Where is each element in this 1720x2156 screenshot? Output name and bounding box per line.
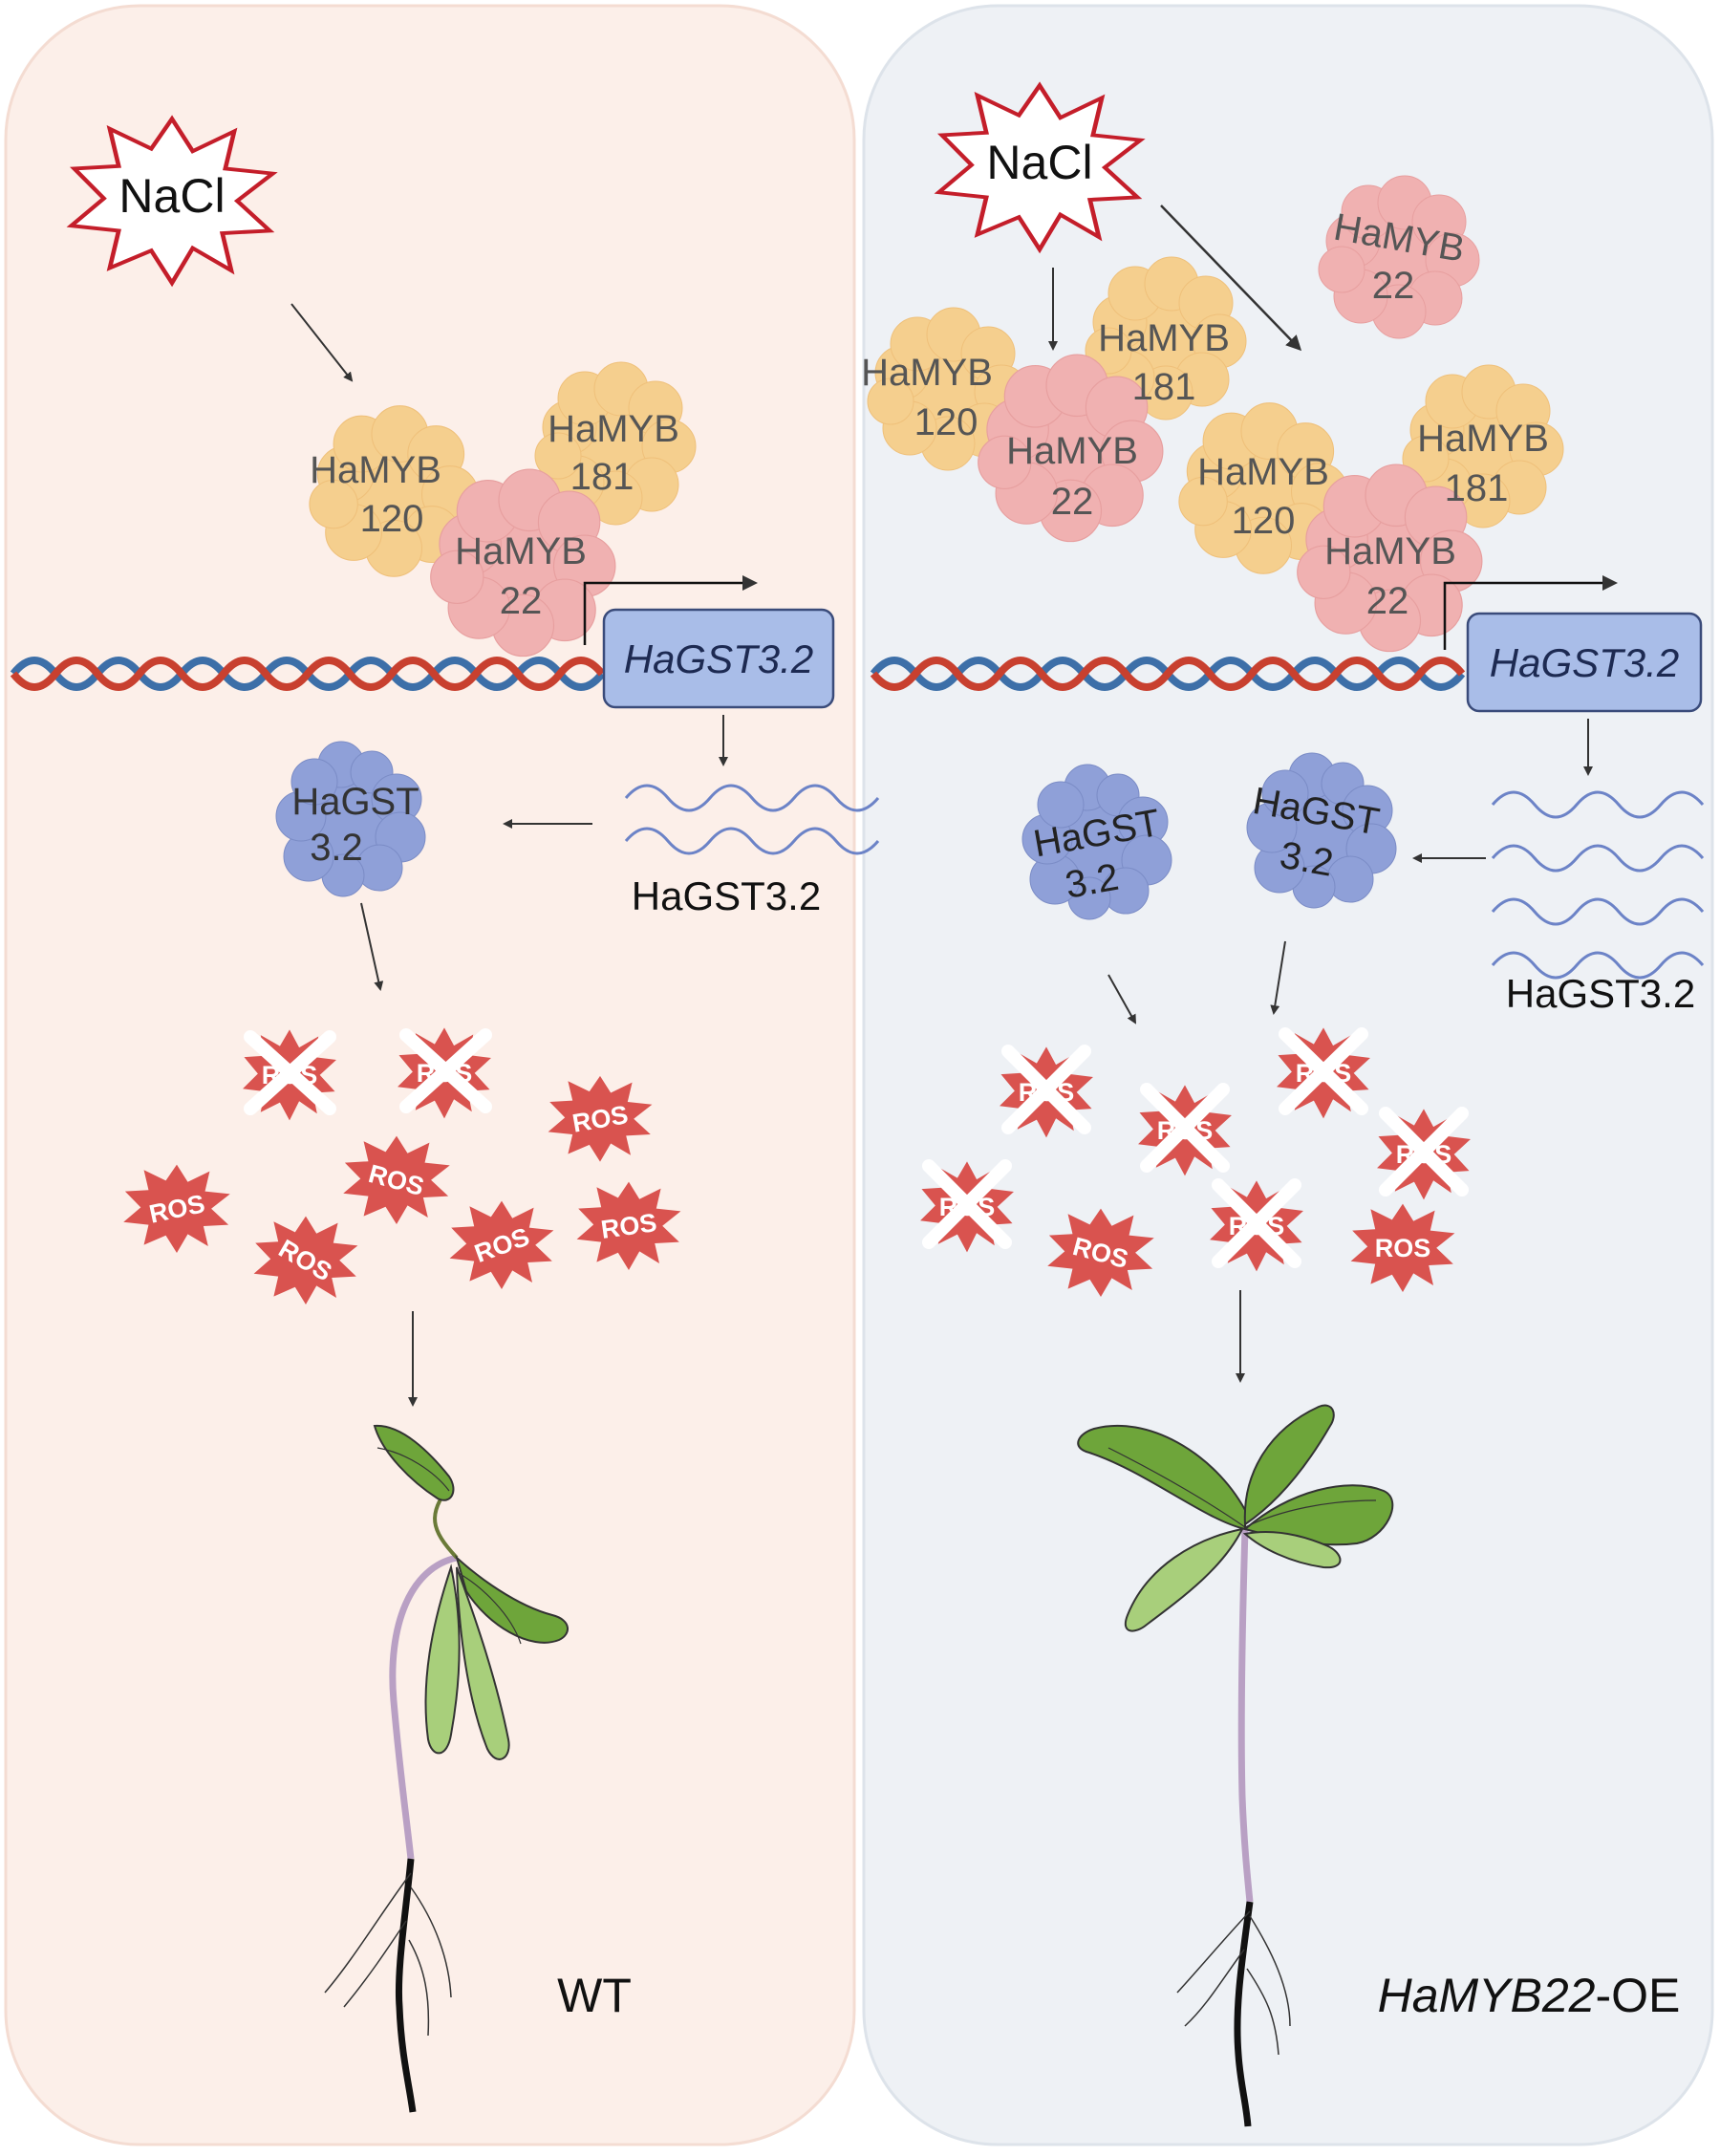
oe-c2-myb120-l1: HaMYB: [1197, 451, 1329, 493]
oe-nacl-label: NaCl: [986, 136, 1092, 189]
wt-ros-2: ROS: [417, 1059, 473, 1088]
oe-genotype-suffix: -OE: [1595, 1969, 1680, 2022]
wt-myb-complex: HaMYB 120 HaMYB 181 HaMYB 22: [309, 361, 697, 658]
oe-genotype-label: HaMYB22-OE: [1378, 1969, 1681, 2022]
wt-myb181-l1: HaMYB: [548, 408, 679, 450]
oe-c1-myb120-l2: 120: [914, 401, 978, 443]
oe-ros-6: ROS: [1229, 1212, 1285, 1240]
oe-healthy-seedling: [1077, 1404, 1394, 2127]
oe-ros-4: ROS: [1396, 1140, 1452, 1169]
wt-ros-1: ROS: [262, 1061, 318, 1089]
oe-mrna: [1491, 790, 1705, 980]
oe-gene-box: [1466, 612, 1703, 713]
wt-gene-box: [602, 608, 835, 709]
oe-c2-myb181-l1: HaMYB: [1417, 418, 1549, 460]
oe-ros-8: ROS: [1375, 1234, 1431, 1262]
oe-c1-myb120-l1: HaMYB: [861, 352, 993, 394]
wt-transcription-start-arrow: [583, 575, 758, 645]
oe-ros-3: ROS: [1157, 1116, 1214, 1145]
wt-myb22-l1: HaMYB: [455, 530, 587, 572]
wt-myb181-l2: 181: [570, 456, 634, 498]
wt-myb120-l2: 120: [360, 498, 424, 540]
oe-transcript-label: HaGST3.2: [1506, 971, 1695, 1016]
wt-dna: [10, 657, 606, 691]
oe-myb-complex-2: HaMYB 120 HaMYB 181 HaMYB 22: [1178, 364, 1564, 653]
wt-arrow-nacl: [290, 303, 354, 382]
wt-gst-l1: HaGST: [291, 781, 419, 823]
oe-c2-myb120-l2: 120: [1232, 500, 1296, 542]
wt-nacl-label: NaCl: [118, 169, 225, 223]
oe-arrow-scavenge-1: [1107, 974, 1136, 1024]
oe-c1-myb22-l2: 22: [1051, 481, 1094, 523]
oe-c1-myb181-l1: HaMYB: [1098, 317, 1230, 359]
wt-ros-cluster: [123, 1027, 681, 1304]
oe-dna: [870, 657, 1466, 691]
wt-gst-l2: 3.2: [310, 827, 363, 869]
oe-ros-2: ROS: [1296, 1059, 1352, 1088]
wt-gene-label: HaGST3.2: [624, 636, 813, 681]
wt-myb22-l2: 22: [500, 580, 543, 622]
wt-genotype-label: WT: [557, 1969, 632, 2022]
oe-gst1-l2: 3.2: [1063, 856, 1122, 907]
oe-ros-1: ROS: [1019, 1078, 1075, 1107]
oe-c1-myb22-l1: HaMYB: [1006, 430, 1138, 472]
oe-free-myb22-l2: 22: [1372, 265, 1415, 307]
wt-wilted-seedling: [324, 1424, 569, 2113]
wt-myb120-l1: HaMYB: [310, 449, 441, 491]
wt-mrna: [624, 784, 880, 855]
oe-gst2-l2: 3.2: [1277, 834, 1336, 885]
oe-ros-cluster: [920, 1027, 1471, 1297]
oe-arrow-nacl-overexpression: [1160, 205, 1302, 352]
oe-gene-label: HaGST3.2: [1490, 640, 1679, 685]
oe-c2-myb22-l1: HaMYB: [1324, 530, 1456, 572]
oe-genotype-italic: HaMYB22: [1378, 1969, 1596, 2022]
wt-arrow-scavenge: [360, 902, 384, 991]
oe-transcription-start-arrow: [1443, 575, 1618, 650]
oe-c2-myb181-l2: 181: [1445, 467, 1509, 509]
wt-transcript-label: HaGST3.2: [632, 873, 821, 918]
oe-c2-myb22-l2: 22: [1366, 580, 1409, 622]
oe-arrow-scavenge-2: [1270, 940, 1286, 1015]
oe-c1-myb181-l2: 181: [1132, 366, 1196, 408]
oe-myb-complex-1: HaMYB 120 HaMYB 181 HaMYB 22: [861, 256, 1247, 543]
oe-ros-5: ROS: [939, 1193, 996, 1221]
